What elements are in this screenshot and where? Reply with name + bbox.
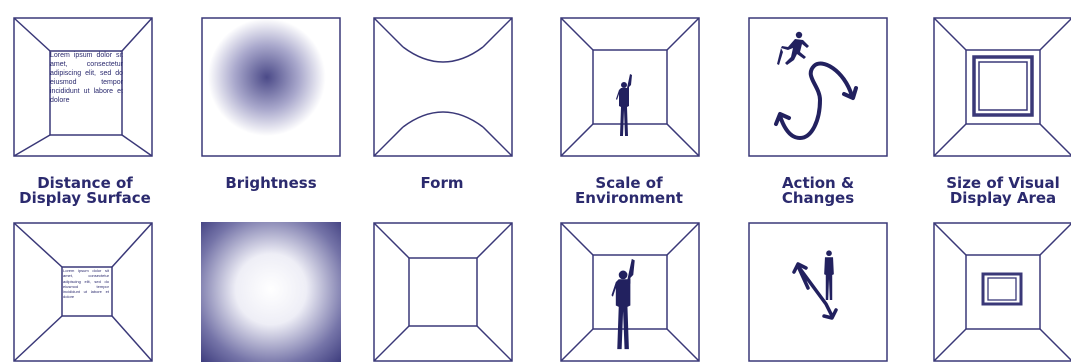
human-figure-icon: [824, 250, 834, 300]
caption-brightness: Brightness: [225, 174, 317, 192]
panel-brightness-bright: [201, 222, 341, 362]
panel-brightness-dim: [201, 17, 341, 157]
caption-size-of-visual-display-area: Size of Visual Display Area: [946, 174, 1060, 207]
curved-arrow-icon: [774, 61, 858, 140]
caption-action-and-changes: Action & Changes: [781, 174, 855, 207]
caption-scale-of-environment: Scale of Environment: [575, 174, 683, 207]
zigzag-arrow-icon: [792, 262, 838, 320]
panel-scale-large-room: [560, 17, 700, 157]
human-figure-icon: [611, 258, 635, 350]
lorem-text-small: Lorem ipsum dolor sit amet, consectetur …: [63, 268, 109, 300]
caption-distance-of-display-surface: Distance of Display Surface: [19, 174, 151, 207]
lorem-text-large: Lorem ipsum dolor sit amet, consectetur …: [50, 52, 123, 104]
panel-form-straight: [373, 222, 513, 362]
caption-form: Form: [420, 174, 464, 192]
panel-display-size-large: [933, 17, 1071, 157]
panel-action-large: [748, 17, 888, 157]
panel-display-size-small: [933, 222, 1071, 362]
panel-form-curved: [373, 17, 513, 157]
panel-distance-far: [13, 17, 153, 157]
human-figure-icon: [616, 74, 632, 136]
panel-distance-near: [13, 222, 153, 362]
runner-icon: [777, 31, 809, 65]
